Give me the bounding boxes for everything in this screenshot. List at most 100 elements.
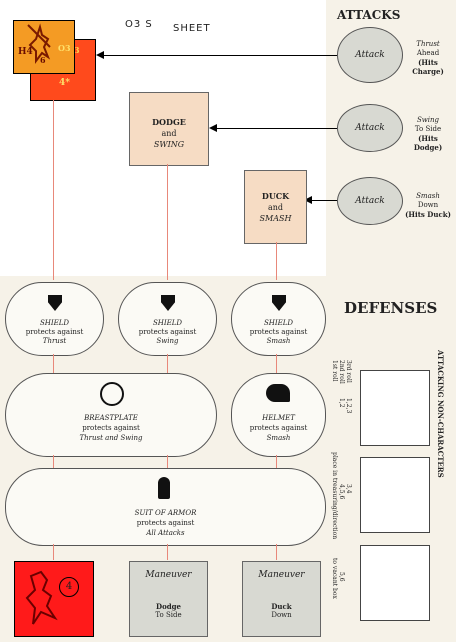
attack-smash-desc-3: (Hits Duck) xyxy=(405,210,451,219)
arrow-swing xyxy=(216,128,337,129)
counter-front[interactable]: H4 6 O3 xyxy=(13,20,75,74)
attacks-heading: ATTACKS xyxy=(337,8,401,22)
connector-mid-mid xyxy=(167,354,168,373)
connector-right-top xyxy=(276,242,277,280)
defenses-heading: DEFENSES xyxy=(344,299,438,317)
breastplate-target: Thrust and Swing xyxy=(79,434,143,442)
armor-target: All Attacks xyxy=(146,529,185,537)
shield-smash-oval[interactable]: SHIELD protects against Smash xyxy=(231,282,326,356)
attacking-noncharacters-title: ATTACKING NON-CHARACTERS xyxy=(436,350,445,478)
attack-swing-desc-2: To Side xyxy=(414,125,442,133)
attack-thrust-desc: Thrust Ahead (Hits Charge) xyxy=(404,40,452,76)
shield-swing-oval[interactable]: SHIELD protects against Swing xyxy=(118,282,217,356)
suit-of-armor-oval[interactable]: SUIT OF ARMOR protects against All Attac… xyxy=(5,468,326,546)
connector-mid-top xyxy=(167,164,168,280)
shield-thrust-protects: protects against xyxy=(25,328,84,336)
helmet-target: Smash xyxy=(266,434,291,442)
breastplate-oval[interactable]: BREASTPLATE protects against Thrust and … xyxy=(5,373,217,457)
shield-icon xyxy=(272,295,286,311)
counter-back-stat: 4* xyxy=(59,78,70,88)
duck-smash-box[interactable]: DUCK and SMASH xyxy=(244,170,307,244)
attack-swing-desc: Swing To Side (Hits Dodge) xyxy=(404,116,452,152)
roll-third-label: 3rd roll xyxy=(345,360,352,383)
vacant-box-note: to vacant box xyxy=(331,558,338,599)
suit-of-armor-icon xyxy=(158,477,170,499)
non-character-box-3[interactable] xyxy=(360,545,430,621)
smash-label: SMASH xyxy=(259,214,292,223)
attack-thrust-desc-2: Ahead xyxy=(416,49,440,57)
shield-icon xyxy=(48,295,62,311)
counter-front-code: O3 xyxy=(58,43,71,53)
shield-smash-protects: protects against xyxy=(249,328,308,336)
connector-right-bottom xyxy=(276,544,277,560)
warrior-icon xyxy=(27,23,51,64)
counter-front-stat: H4 xyxy=(18,47,33,57)
maneuver-duck-line1: Duck xyxy=(271,602,292,611)
helmet-protects: protects against xyxy=(249,424,308,432)
maneuver-duck[interactable]: Maneuver Duck Down xyxy=(242,561,321,637)
roll-34: 3,4 xyxy=(345,484,352,494)
shield-swing-protects: protects against xyxy=(138,328,197,336)
dodge-label: DODGE xyxy=(152,117,186,127)
sheet-label: SHEET xyxy=(173,23,211,34)
attack-swing-desc-3: (Hits Dodge) xyxy=(413,134,443,152)
dodge-and-label: and xyxy=(161,129,177,138)
arrow-smash-head xyxy=(304,196,312,204)
connector-left-low xyxy=(53,455,54,468)
attack-smash-desc-2: Down xyxy=(417,201,439,209)
roll-456: 4,5,6 xyxy=(338,484,345,500)
maneuver-duck-desc: Duck Down xyxy=(243,602,320,620)
shield-swing-target: Swing xyxy=(156,337,179,345)
helmet-title: HELMET xyxy=(262,414,295,422)
armor-title: SUIT OF ARMOR xyxy=(134,509,197,517)
attack-smash-desc: Smash Down (Hits Duck) xyxy=(404,192,452,219)
connector-left-mid xyxy=(53,354,54,373)
non-character-box-1[interactable] xyxy=(360,370,430,446)
sheet-code: O3 S xyxy=(125,19,153,30)
connector-left-top xyxy=(53,100,54,280)
connector-left-bottom xyxy=(53,544,54,560)
maneuver-dodge-title: Maneuver xyxy=(145,570,192,580)
attack-thrust-circle[interactable]: Attack xyxy=(337,27,403,83)
shield-thrust-oval[interactable]: SHIELD protects against Thrust xyxy=(5,282,104,356)
arrow-thrust-head xyxy=(96,51,104,59)
creature-icon xyxy=(25,570,58,625)
maneuver-dodge-line1: Dodge xyxy=(156,602,181,611)
attack-thrust-desc-1: Thrust xyxy=(416,40,440,48)
arrow-swing-head xyxy=(209,124,217,132)
attack-smash-circle[interactable]: Attack xyxy=(337,177,403,225)
shield-thrust-title: SHIELD xyxy=(39,319,70,327)
shield-thrust-target: Thrust xyxy=(42,337,67,345)
duck-and-label: and xyxy=(267,203,284,212)
connector-right-mid xyxy=(276,354,277,373)
shield-smash-title: SHIELD xyxy=(263,319,294,327)
swing-label: SWING xyxy=(153,140,185,149)
attack-swing-circle[interactable]: Attack xyxy=(337,104,403,152)
shield-swing-title: SHIELD xyxy=(152,319,183,327)
connector-mid-bottom xyxy=(167,544,168,560)
maneuver-duck-title: Maneuver xyxy=(258,570,305,580)
roll-56: 5,6 xyxy=(338,572,345,582)
maneuver-dodge[interactable]: Maneuver Dodge To Side xyxy=(129,561,208,637)
attack-swing-label: Attack xyxy=(355,123,385,133)
non-character-box-2[interactable] xyxy=(360,457,430,533)
bottom-counter[interactable]: 4 xyxy=(14,561,94,637)
maneuver-dodge-desc: Dodge To Side xyxy=(130,602,207,620)
maneuver-dodge-line2: To Side xyxy=(155,611,182,619)
attack-thrust-desc-3: (Hits Charge) xyxy=(412,58,444,76)
attack-smash-desc-1: Smash xyxy=(416,192,440,200)
arrow-smash xyxy=(311,200,337,201)
counter-front-move: 6 xyxy=(40,55,46,65)
breastplate-protects: protects against xyxy=(82,424,140,432)
maneuver-duck-line2: Down xyxy=(271,611,292,619)
dodge-swing-box[interactable]: DODGE and SWING xyxy=(129,92,209,166)
shield-smash-target: Smash xyxy=(266,337,291,345)
arrow-thrust xyxy=(104,55,337,56)
attack-thrust-label: Attack xyxy=(355,50,385,60)
connector-right-low xyxy=(276,455,277,468)
helmet-icon xyxy=(266,384,290,402)
attack-swing-desc-1: Swing xyxy=(416,116,439,124)
armor-protects: protects against xyxy=(136,519,195,527)
helmet-oval[interactable]: HELMET protects against Smash xyxy=(231,373,326,457)
connector-mid-low xyxy=(167,455,168,468)
